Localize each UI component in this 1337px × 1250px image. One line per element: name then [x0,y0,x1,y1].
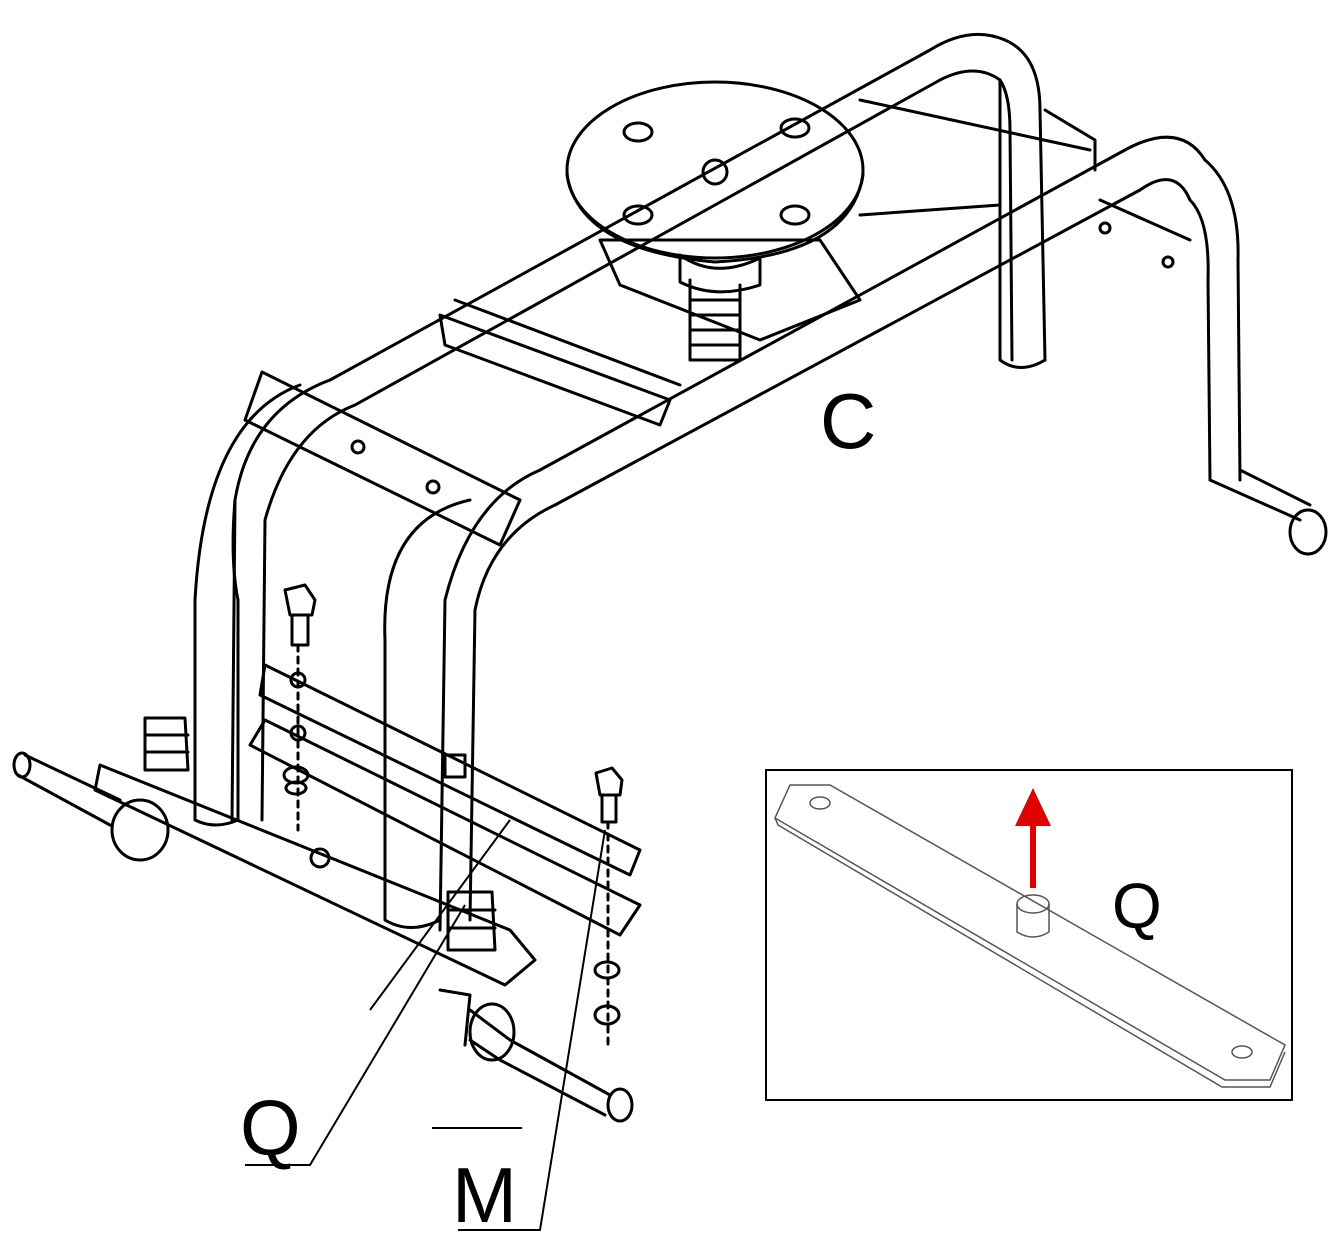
threaded-rod [688,278,742,362]
bolt-left [282,583,317,832]
detail-inset: Q [765,769,1293,1101]
leader-q [245,904,466,1166]
bracket-plate [93,763,537,987]
inset-label-q: Q [1112,870,1162,942]
leader-lines [245,819,606,1231]
spacer [443,753,467,779]
base-assembly [12,583,642,1123]
frame-assembly [193,32,1328,932]
arrow-up-icon [1015,788,1051,888]
nut-center [446,890,497,952]
swivel-plate [565,80,865,342]
leader-m [458,829,606,1231]
crossbar-middle [438,298,682,427]
crossbar-front [243,370,522,547]
leader-m-upper [369,819,511,1011]
right-axle [438,988,634,1123]
nut-left [143,716,190,772]
rear-u-leg [998,78,1097,369]
label-c: C [820,377,876,465]
rear-top-rail [858,98,1192,269]
label-m: M [452,1151,517,1239]
label-q: Q [240,1084,301,1172]
bolt-right [593,766,624,1047]
inset-plate-q [774,784,1286,1088]
left-axle [12,751,170,862]
rear-side-tube [193,32,1047,822]
plate-m [258,663,642,877]
